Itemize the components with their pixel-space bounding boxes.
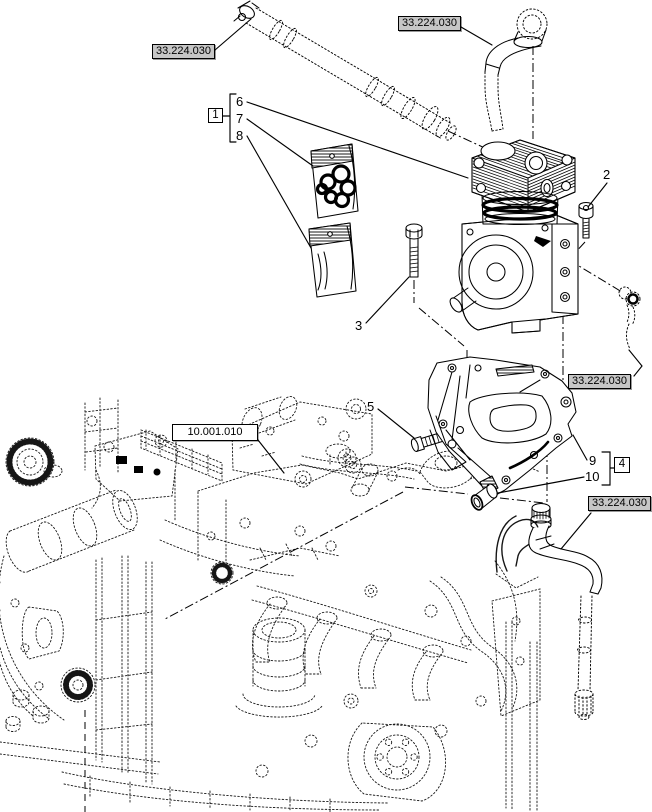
- callout-3: 3: [355, 318, 363, 333]
- callout-7: 7: [236, 111, 244, 126]
- ref-link-top-pipe[interactable]: 33.224.030: [398, 16, 461, 31]
- bolt-3-illustration: [405, 223, 423, 278]
- callout-5: 5: [367, 399, 375, 414]
- spacer-10-illustration: [470, 483, 498, 511]
- sensor-hose-illustration: [618, 286, 641, 350]
- outlet-hose-illustration: [528, 502, 603, 720]
- mounting-bracket-illustration: [427, 356, 577, 498]
- ref-link-bottom-hose[interactable]: 33.224.030: [588, 496, 651, 511]
- bolt-2-illustration: [578, 201, 594, 239]
- ref-link-top-left-hose[interactable]: 33.224.030: [152, 44, 215, 59]
- callout-box-4: 4: [614, 457, 630, 473]
- gasket-kit-bag-illustration: [308, 222, 357, 298]
- callout-8: 8: [236, 128, 244, 143]
- leader-lines: [214, 18, 643, 550]
- ref-link-engine[interactable]: 10.001.010: [172, 424, 258, 441]
- callout-10: 10: [585, 469, 600, 484]
- air-hose-illustration: [233, 0, 457, 141]
- callout-6: 6: [236, 94, 244, 109]
- callout-9: 9: [589, 453, 597, 468]
- callout-2: 2: [603, 167, 611, 182]
- engine-illustration: [0, 396, 541, 812]
- delivery-pipe-illustration: [484, 8, 548, 132]
- callout-box-1: 1: [208, 108, 223, 123]
- air-compressor-illustration: [449, 139, 579, 334]
- ref-link-right-sensor[interactable]: 33.224.030: [568, 374, 631, 389]
- oring-kit-bag-illustration: [310, 143, 359, 219]
